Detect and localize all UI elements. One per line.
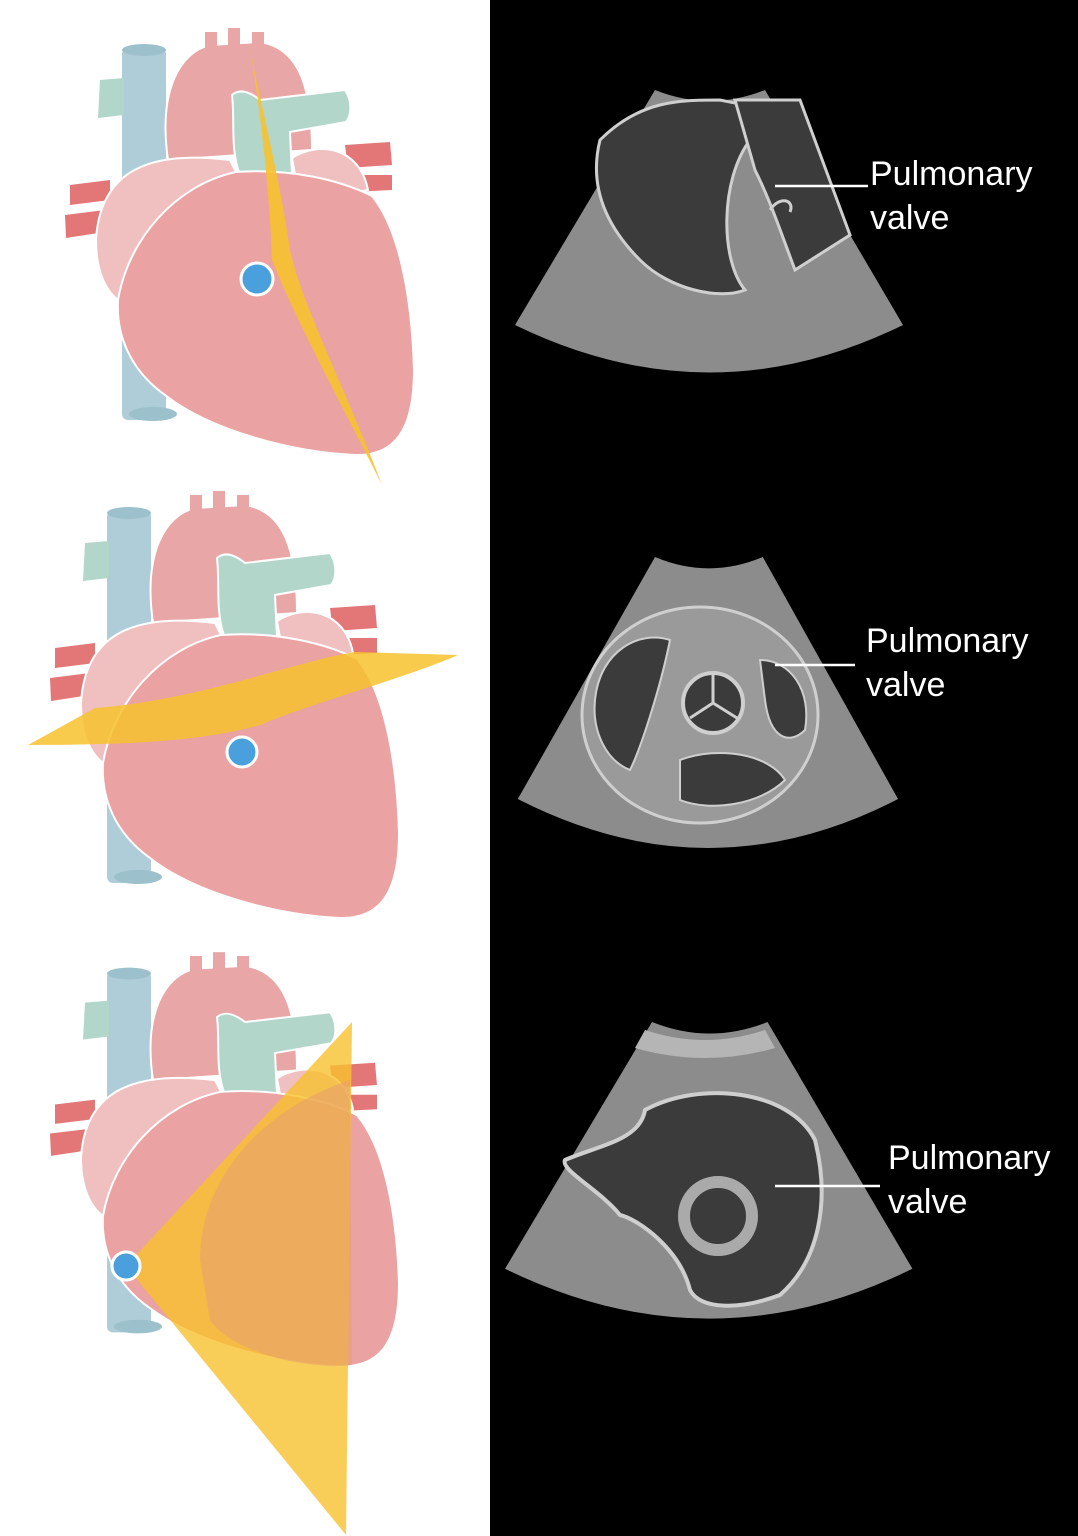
- label-line-2: valve: [870, 199, 950, 237]
- ultrasound-image-3: [505, 1022, 913, 1319]
- ultrasound-image-2: [517, 557, 899, 848]
- plane-heart-overlap-3: [200, 1080, 352, 1366]
- label-line-2: valve: [866, 666, 946, 704]
- label-pulmonary-valve-3: Pulmonary valve: [888, 1136, 1051, 1224]
- label-pulmonary-valve-2: Pulmonary valve: [866, 619, 1029, 707]
- imaging-plane-1: [250, 48, 382, 485]
- probe-marker-3: [110, 1250, 142, 1282]
- label-line-2: valve: [888, 1183, 968, 1221]
- label-line-1: Pulmonary: [888, 1139, 1051, 1177]
- probe-marker-2: [225, 735, 259, 769]
- imaging-plane-2: [28, 652, 458, 745]
- label-line-1: Pulmonary: [866, 622, 1029, 660]
- ultrasound-image-1: [515, 90, 903, 373]
- probe-marker-1: [239, 261, 275, 297]
- heart-illustration-1: [64, 27, 415, 457]
- label-line-1: Pulmonary: [870, 155, 1033, 193]
- label-pulmonary-valve-1: Pulmonary valve: [870, 152, 1033, 240]
